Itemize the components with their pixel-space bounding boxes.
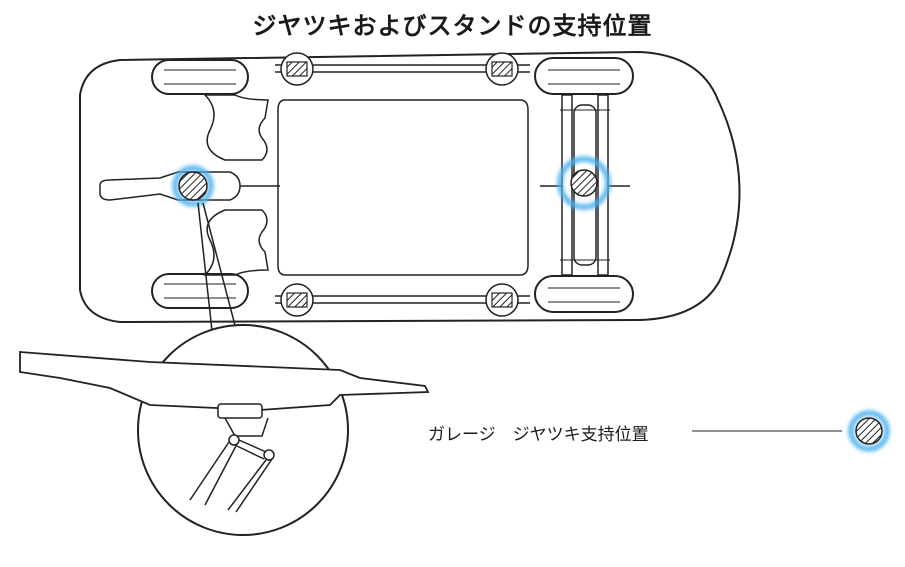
jack-point-front	[172, 165, 214, 207]
car-body-outline	[79, 50, 741, 324]
zoom-leader-left	[197, 202, 214, 341]
jack-saddle	[217, 403, 263, 419]
front-crossmember	[203, 94, 269, 161]
stand-point-rear-right	[485, 283, 519, 317]
front-left-wheel	[151, 59, 249, 95]
jack-point-rear	[557, 156, 611, 210]
car-side-silhouette	[19, 351, 430, 411]
diagram-title: ジヤツキおよびスタンドの支持位置	[252, 12, 653, 40]
stand-point-rear-left	[485, 52, 519, 86]
front-frame-rail	[99, 171, 241, 201]
rear-left-wheel	[534, 57, 634, 95]
front-right-wheel	[151, 273, 249, 309]
front-crossmember-lower	[203, 209, 269, 276]
legend-jack-symbol	[848, 410, 890, 452]
stand-point-front-left	[280, 52, 314, 86]
rear-right-wheel	[534, 275, 634, 313]
jack-detail-zoom	[19, 324, 430, 536]
zoom-leader-right	[202, 202, 238, 334]
legend-label: ガレージ ジヤツキ支持位置	[428, 425, 649, 445]
stand-point-front-right	[280, 283, 314, 317]
floor-pan	[277, 99, 529, 276]
